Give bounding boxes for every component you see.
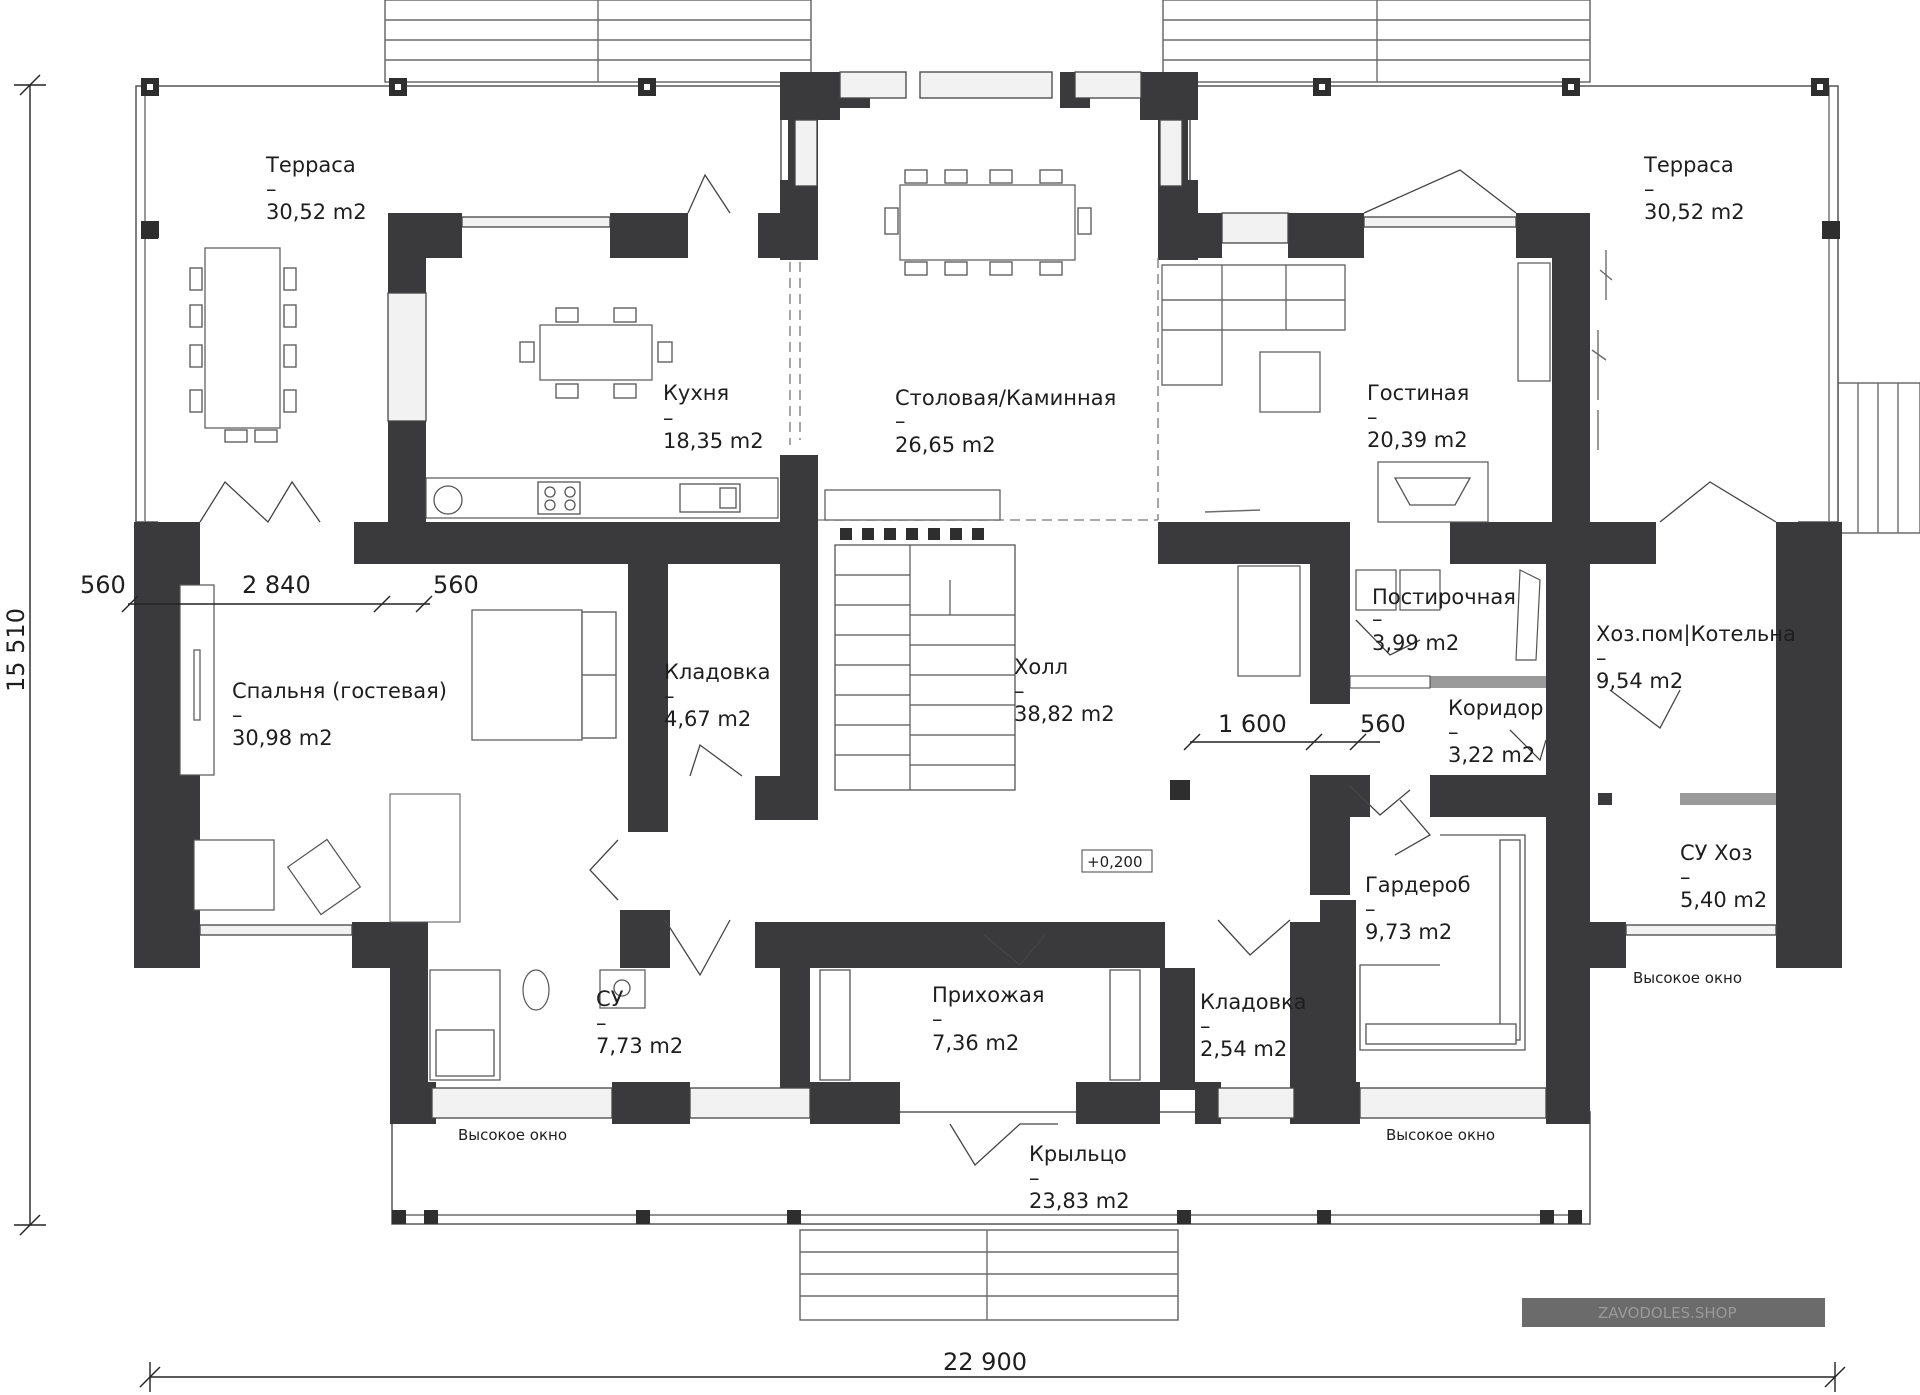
- room-name-laundry: Постирочная: [1372, 585, 1516, 609]
- dim-wall-left: 560: [80, 571, 126, 599]
- room-area-terrace-right: 30,52 m2: [1644, 200, 1745, 224]
- room-name-bathroom: СУ: [596, 987, 624, 1011]
- laundry-machines: [1355, 569, 1541, 661]
- room-name-kitchen: Кухня: [663, 381, 729, 405]
- room-area-laundry: 3,99 m2: [1372, 631, 1459, 655]
- room-area-dining: 26,65 m2: [895, 433, 996, 457]
- dining-table: [884, 169, 1092, 276]
- bedroom-furniture: [179, 584, 617, 923]
- floor-drain-icon: [1170, 780, 1190, 800]
- room-name-pantry2: Кладовка: [1200, 990, 1307, 1014]
- room-area-bedroom: 30,98 m2: [232, 726, 333, 750]
- room-name-utility: Хоз.пом|Котельна: [1596, 622, 1796, 647]
- dash: –: [1448, 720, 1459, 744]
- living-sofa: [1161, 262, 1551, 523]
- room-name-corridor: Коридор: [1448, 696, 1543, 720]
- bicycle-icons: [1591, 250, 1613, 450]
- hall-armchair: [1237, 565, 1301, 677]
- room-name-porch: Крыльцо: [1029, 1142, 1127, 1166]
- room-area-corridor: 3,22 m2: [1448, 743, 1535, 767]
- dash: –: [1200, 1014, 1211, 1038]
- dash: –: [1644, 177, 1655, 201]
- kitchen-counter: [425, 477, 779, 519]
- room-area-bathroom: 7,73 m2: [596, 1034, 683, 1058]
- room-name-wc-utility: СУ Хоз: [1680, 841, 1753, 865]
- room-area-living: 20,39 m2: [1367, 428, 1468, 452]
- room-name-wardrobe: Гардероб: [1365, 873, 1471, 897]
- windows: [199, 71, 1777, 1119]
- room-name-hall: Холл: [1014, 655, 1068, 679]
- dash: –: [596, 1011, 607, 1035]
- steps-bottom: [799, 1229, 1179, 1321]
- room-area-pantry: 4,67 m2: [664, 707, 751, 731]
- laundry-partition: [1430, 676, 1546, 688]
- dim-wall-mid: 560: [433, 571, 479, 599]
- room-name-bedroom: Спальня (гостевая): [232, 679, 447, 703]
- dash: –: [663, 406, 674, 430]
- total-width-dim: 22 900: [943, 1348, 1027, 1376]
- room-area-wardrobe: 9,73 m2: [1365, 920, 1452, 944]
- room-area-porch: 23,83 m2: [1029, 1189, 1130, 1213]
- staircase: [834, 544, 1016, 791]
- kitchen-table: [519, 307, 673, 399]
- dash: –: [895, 409, 906, 433]
- room-name-pantry: Кладовка: [664, 660, 771, 684]
- room-area-terrace-left: 30,52 m2: [266, 200, 367, 224]
- dash: –: [1367, 405, 1378, 429]
- steps-top-left: [384, 0, 812, 83]
- dimension-lines: [14, 74, 1846, 1392]
- wardrobe-racks: [819, 834, 1526, 1081]
- steps-right: [1837, 382, 1920, 534]
- fireplace: [824, 489, 1001, 540]
- high-window-note: Высокое окно: [458, 1126, 567, 1144]
- dim-corridor-width: 1 600: [1218, 710, 1287, 738]
- dash: –: [1365, 897, 1376, 921]
- room-area-entrance: 7,36 m2: [932, 1031, 1019, 1055]
- dash: –: [664, 684, 675, 708]
- dash: –: [1014, 679, 1025, 703]
- room-name-terrace-left: Терраса: [265, 153, 356, 177]
- steps-top-right: [1162, 0, 1591, 83]
- room-name-living: Гостиная: [1367, 381, 1469, 405]
- room-name-entrance: Прихожая: [932, 983, 1044, 1007]
- high-window-note: Высокое окно: [1386, 1126, 1495, 1144]
- walls: [134, 72, 1842, 1124]
- watermark-box: [1522, 1298, 1825, 1327]
- room-area-wc-utility: 5,40 m2: [1680, 888, 1767, 912]
- dash: –: [932, 1007, 943, 1031]
- watermark-text: ZAVODOLES.SHOP: [1598, 1304, 1737, 1322]
- dash: –: [1372, 607, 1383, 631]
- dash: –: [1596, 646, 1607, 670]
- level-mark: +0,200: [1087, 853, 1143, 871]
- room-area-kitchen: 18,35 m2: [663, 429, 764, 453]
- doors: [199, 169, 1777, 1167]
- terrace-posts: [141, 78, 1840, 1224]
- dash: –: [1029, 1166, 1040, 1190]
- room-area-pantry2: 2,54 m2: [1200, 1037, 1287, 1061]
- boiler-partition: [1680, 793, 1776, 805]
- terrace-left-table: [189, 247, 297, 443]
- room-name-dining: Столовая/Каминная: [895, 386, 1116, 410]
- dash: –: [1680, 865, 1691, 889]
- porch-deck: [391, 1111, 1591, 1225]
- total-height-dim: 15 510: [2, 608, 30, 692]
- room-name-terrace-right: Терраса: [1643, 153, 1734, 177]
- room-area-hall: 38,82 m2: [1014, 702, 1115, 726]
- dim-bedroom-width: 2 840: [242, 571, 311, 599]
- dash: –: [232, 703, 243, 727]
- dim-wall-right: 560: [1360, 710, 1406, 738]
- dash: –: [266, 177, 277, 201]
- high-window-note: Высокое окно: [1633, 969, 1742, 987]
- room-area-utility: 9,54 m2: [1596, 669, 1683, 693]
- bathroom-fixtures: [429, 969, 646, 1081]
